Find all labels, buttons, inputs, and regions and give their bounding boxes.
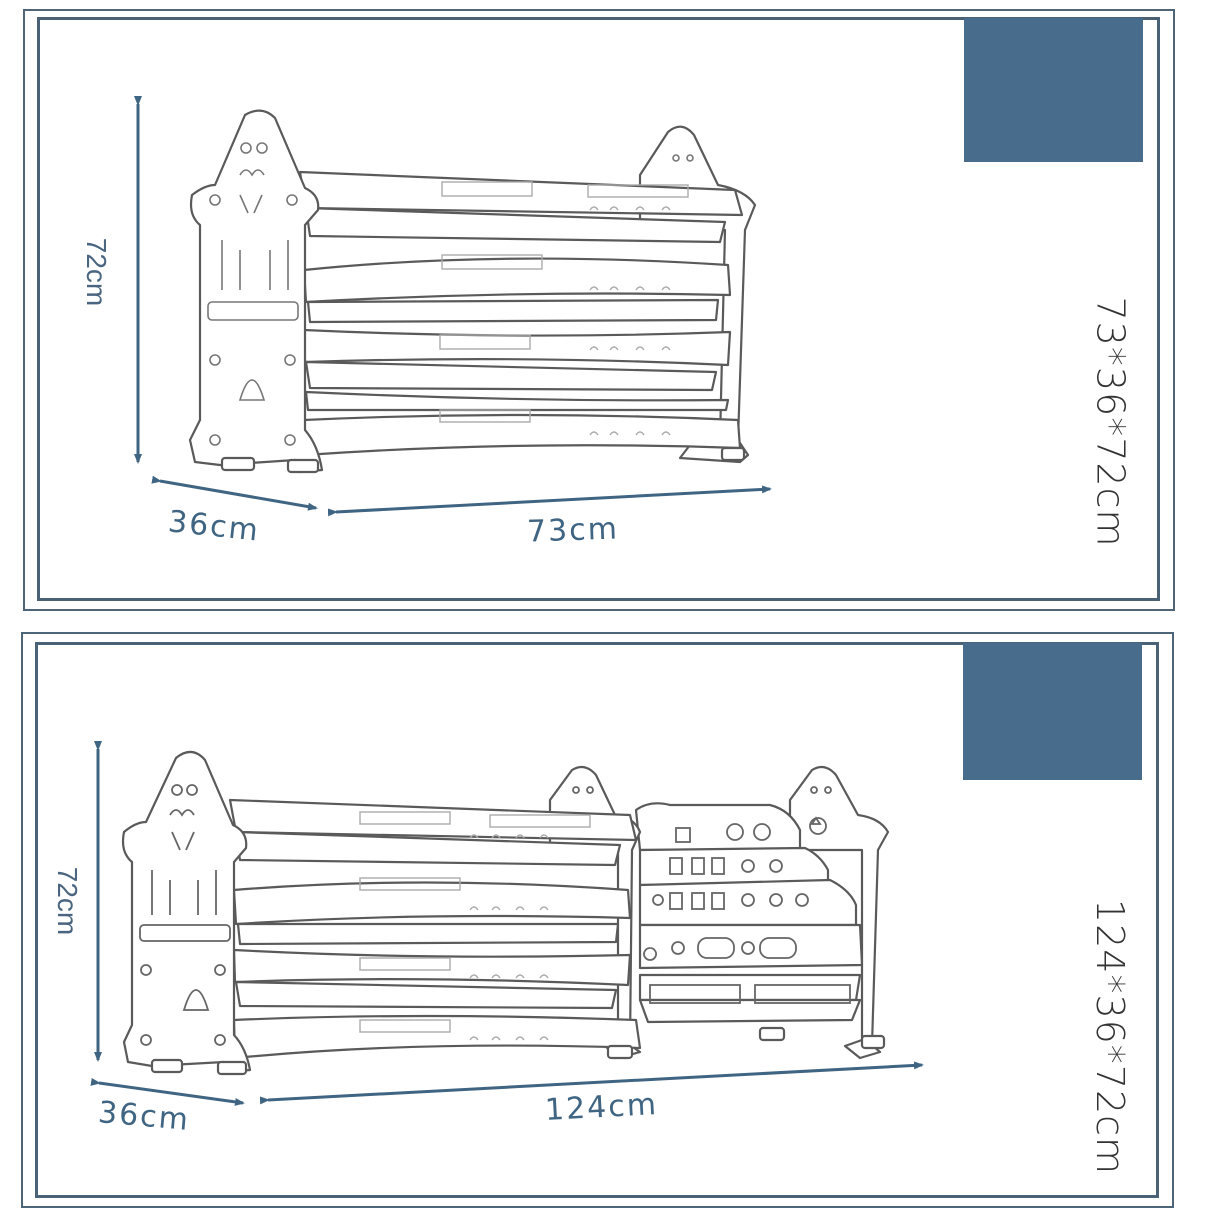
depth-label: 36cm [96, 1095, 192, 1138]
color-swatch [963, 643, 1142, 780]
width-arrow [259, 1061, 924, 1105]
size-spec-label: 124*36*72cm [1088, 898, 1133, 1176]
height-label: 72cm [52, 866, 84, 936]
depth-arrow [151, 475, 318, 511]
panel-outer-frame [21, 632, 1174, 1208]
panel-inner-frame [37, 17, 1160, 601]
width-arrow [327, 485, 772, 517]
depth-arrow [90, 1077, 245, 1106]
color-swatch [964, 18, 1143, 162]
width-label: 124cm [544, 1087, 659, 1128]
shelf-sketch-single [134, 96, 772, 517]
panel-outer-frame [23, 9, 1175, 611]
panel-inner-frame [35, 642, 1159, 1198]
